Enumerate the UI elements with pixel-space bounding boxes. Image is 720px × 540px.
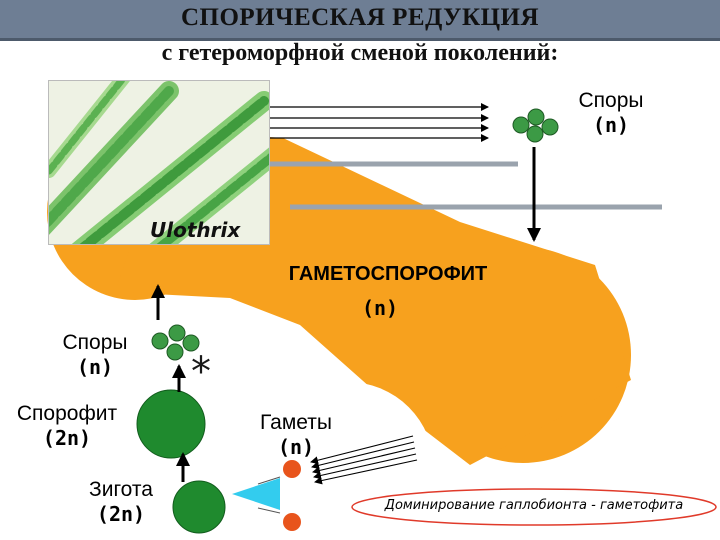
gamete-top — [283, 460, 301, 478]
gametosporophyte-name: ГАМЕТОСПОРОФИТ — [248, 262, 528, 286]
gametes-label: Гаметы (n) — [244, 410, 348, 459]
arrows-to-spores-top — [270, 107, 488, 138]
dominance-note: Доминирование гаплобионта - гаметофита — [353, 498, 715, 513]
zygote-label: Зигота (2n) — [66, 477, 176, 526]
spores-left-label: Споры (n) — [46, 330, 144, 379]
zygote-circle — [173, 481, 225, 533]
fusion-triangle — [232, 478, 280, 510]
sporophyte-name: Спорофит — [4, 401, 130, 426]
ulothrix-caption: Ulothrix — [150, 218, 240, 242]
gametes-ploidy: (n) — [244, 435, 348, 459]
page-title: СПОРИЧЕСКАЯ РЕДУКЦИЯ — [0, 4, 720, 32]
gametosporophyte-ploidy-wrap: (n) — [330, 296, 430, 320]
meiosis-mark: * — [191, 349, 211, 395]
gametosporophyte-label: ГАМЕТОСПОРОФИТ — [248, 262, 528, 286]
zygote-ploidy: (2n) — [66, 502, 176, 526]
zygote-name: Зигота — [66, 477, 176, 502]
sporophyte-label: Спорофит (2n) — [4, 401, 130, 450]
spore-cluster-top — [513, 109, 558, 142]
gamete-bottom — [283, 513, 301, 531]
gametosporophyte-ploidy: (n) — [330, 296, 430, 320]
spores-top-name: Споры — [562, 88, 660, 113]
sporophyte-circle — [137, 390, 205, 458]
dominance-note-box: Доминирование гаплобионта - гаметофита — [353, 494, 715, 522]
spores-top-ploidy: (n) — [562, 113, 660, 137]
sporophyte-ploidy: (2n) — [4, 426, 130, 450]
spores-left-ploidy: (n) — [46, 355, 144, 379]
gametes-name: Гаметы — [244, 410, 348, 435]
page-subtitle: с гетероморфной сменой поколений: — [0, 40, 720, 67]
spores-left-name: Споры — [46, 330, 144, 355]
spores-top-label: Споры (n) — [562, 88, 660, 137]
